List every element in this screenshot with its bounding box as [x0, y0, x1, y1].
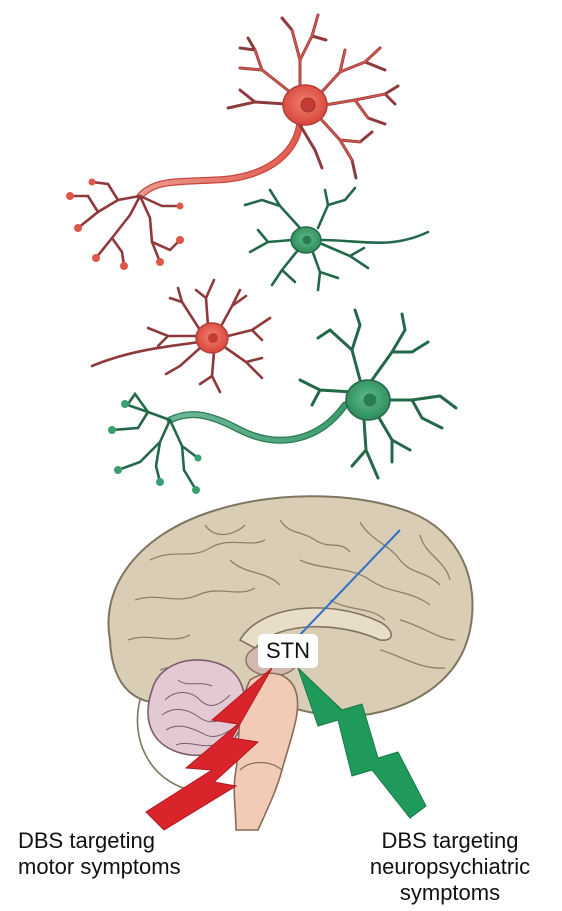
neuro-caption-line-1: DBS targeting [345, 828, 555, 854]
red-neuron-large [66, 15, 398, 270]
red-neuron-small [92, 280, 270, 392]
neuro-caption-line-2: neuropsychiatric [345, 854, 555, 880]
neuro-caption-line-3: symptoms [345, 880, 555, 906]
motor-caption: DBS targeting motor symptoms [18, 828, 181, 880]
motor-caption-line-1: DBS targeting [18, 828, 181, 854]
stn-label: STN [258, 634, 318, 668]
green-neuron-large [108, 310, 456, 494]
neuro-caption: DBS targeting neuropsychiatric symptoms [345, 828, 555, 906]
motor-caption-line-2: motor symptoms [18, 854, 181, 880]
green-neuron-small [245, 188, 428, 290]
